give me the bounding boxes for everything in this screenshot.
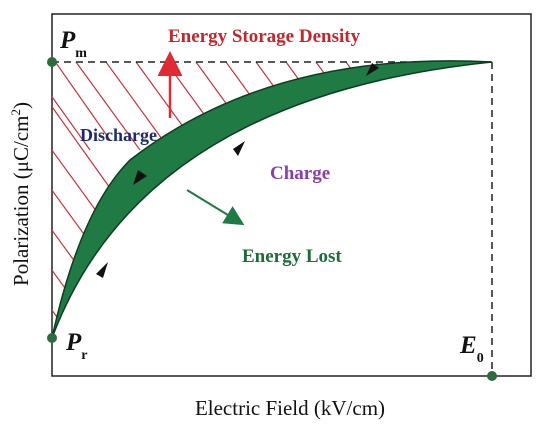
y-axis-label: Polarization (μC/cm2) [8, 102, 33, 286]
e0-point [487, 371, 497, 381]
pm-point [47, 57, 57, 67]
x-axis-label: Electric Field (kV/cm) [195, 396, 385, 420]
charge-arrow-icon [96, 262, 108, 278]
energy-loss-loop [51, 60, 493, 339]
pr-point [47, 333, 57, 343]
discharge-arrow-icon [133, 170, 147, 185]
charge-label: Charge [270, 163, 330, 184]
energy-lost-arrow [186, 189, 245, 226]
e0-label: E0 [459, 332, 484, 366]
discharge-label: Discharge [80, 125, 157, 145]
pr-label: Pr [65, 329, 88, 363]
plot-frame [51, 13, 532, 377]
discharge-arrow-icon [366, 63, 379, 76]
energy-storage-label: Energy Storage Density [168, 26, 361, 47]
pm-label: Pm [59, 27, 87, 61]
charge-arrow-icon [233, 141, 245, 156]
energy-lost-label: Energy Lost [242, 246, 342, 267]
